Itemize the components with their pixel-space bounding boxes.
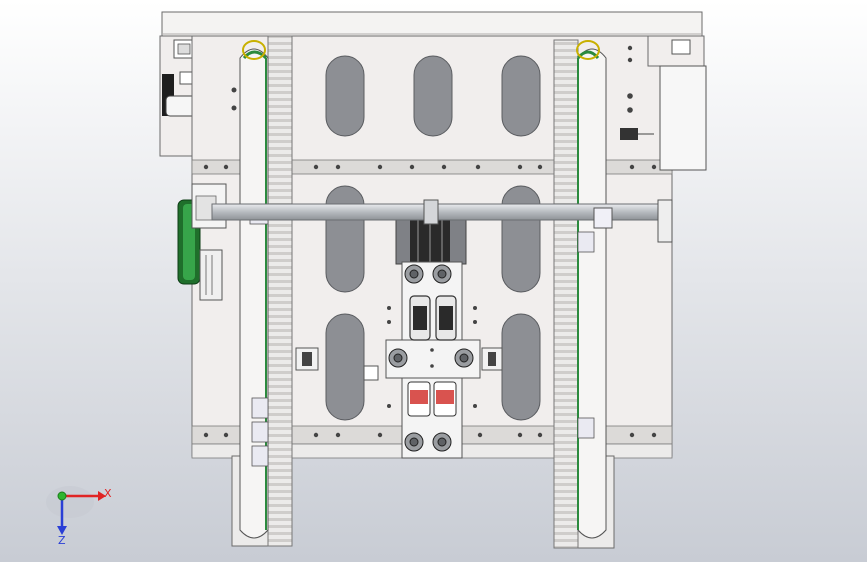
axis-triad: X Z <box>46 486 112 547</box>
right-motor-box <box>620 35 707 171</box>
z-axis-label: Z <box>58 534 66 547</box>
y-axis-origin <box>57 491 67 501</box>
roller-carriage <box>385 261 481 459</box>
top-cover-plate <box>161 11 703 37</box>
carriage-rollers <box>387 264 477 452</box>
left-vertical-rail <box>231 35 293 547</box>
horizontal-drive-shaft <box>211 199 673 243</box>
x-axis-label: X <box>104 487 112 500</box>
right-vertical-rail <box>553 39 615 549</box>
side-sensors <box>295 347 503 381</box>
